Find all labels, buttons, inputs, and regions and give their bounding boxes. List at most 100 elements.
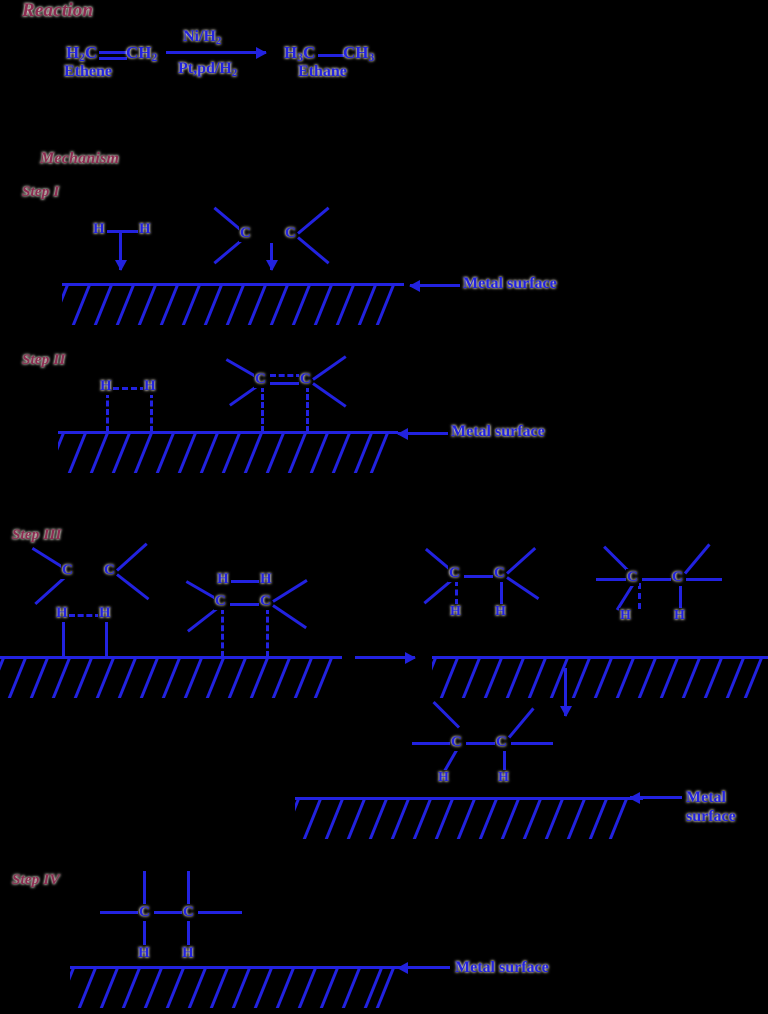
step3a-h-surface-bond-left <box>62 619 65 657</box>
step3e-carbon-left: C <box>450 734 463 751</box>
surface-hatching <box>62 285 404 325</box>
metal-surface-label-step2: Metal surface <box>451 423 545 440</box>
step-2-label: Step II <box>22 352 66 368</box>
step1-h2-approach-arrow <box>119 232 122 270</box>
step3a-hh-weak-bond <box>69 614 101 617</box>
reactant-name: Ethene <box>64 63 112 80</box>
step3b-hydrogen-right: H <box>259 571 273 588</box>
step1-carbon-right: C <box>284 225 297 242</box>
step3a-carbon-right: C <box>103 562 116 579</box>
step3e-hydrogen-left: H <box>437 770 450 786</box>
step3e-bond-c1-upper <box>432 700 461 729</box>
reactant-formula-left: H2C <box>66 43 98 65</box>
step3c-hydrogen-left: H <box>449 604 462 620</box>
step-1-label: Step I <box>22 184 60 200</box>
step4-bond-c1-left <box>100 911 144 914</box>
surface-hatching <box>432 658 768 698</box>
step3e-bond-c2-upper <box>507 707 535 739</box>
step3c-ch-bond-right <box>500 580 503 605</box>
metal-surface-label-step4: Metal surface <box>455 959 549 976</box>
step3a-hydrogen-left: H <box>55 605 69 622</box>
product-formula-left: H3C <box>284 43 316 65</box>
step1-carbon-left: C <box>239 225 252 242</box>
step3c-carbon-right: C <box>493 565 506 582</box>
step3a-h-surface-bond-right <box>105 619 108 657</box>
step1-hydrogen-left: H <box>92 221 106 238</box>
step3b-c-surface-bond-left <box>221 608 224 657</box>
mechanism-heading: Mechanism <box>40 150 120 167</box>
step3e-hydrogen-right: H <box>497 770 510 786</box>
step3e-carbon-right: C <box>495 734 508 751</box>
step3d-bond-c1-left <box>596 578 632 581</box>
surface-line <box>0 656 342 659</box>
metal-surface-pointer-step4 <box>398 966 450 969</box>
step4-ch-bond-left <box>143 917 146 947</box>
step3a-bond-c2-lower <box>116 573 150 601</box>
step3d-carbon-left: C <box>626 569 639 586</box>
condition-below-arrow: Pt,pd/H2 <box>178 60 238 80</box>
step3c-ch-forming-bond <box>455 580 458 605</box>
metal-surface-label-line2: surface <box>686 808 736 825</box>
step3-transition-arrow <box>355 656 415 659</box>
step3d-bond-c2-upper <box>683 543 711 575</box>
surface-line <box>58 431 398 434</box>
step2-hh-weak-bond <box>113 387 146 390</box>
step2-carbon-right: C <box>299 371 312 388</box>
step4-bond-c2-up <box>187 871 190 911</box>
step3e-bond-c1-left <box>412 742 454 745</box>
step3a-carbon-left: C <box>61 562 74 579</box>
step3b-bond-c2-upper <box>272 579 308 603</box>
step4-bond-c1-up <box>143 871 146 911</box>
step4-hydrogen-right: H <box>181 945 195 962</box>
step3e-cc-bond <box>466 742 498 745</box>
step3d-carbon-right: C <box>671 569 684 586</box>
step3e-bond-c2-right <box>511 742 553 745</box>
step3d-ch-bond-left <box>615 583 635 611</box>
step3a-hydrogen-right: H <box>98 605 112 622</box>
step4-cc-bond <box>154 911 186 914</box>
surface-hatching <box>0 658 342 698</box>
step2-hydrogen-left: H <box>99 378 113 395</box>
step1-hh-bond <box>107 230 140 233</box>
metal-surface-label-line1: Metal <box>686 789 726 806</box>
step4-carbon-right: C <box>182 904 195 921</box>
step2-carbon-left: C <box>254 371 267 388</box>
step3b-c-surface-bond-right <box>266 608 269 657</box>
step3d-hydrogen-right: H <box>673 608 686 624</box>
surface-hatching <box>295 799 643 839</box>
step1-alkene-approach-arrow <box>270 243 273 270</box>
step2-h-surface-bond-left <box>106 392 109 432</box>
surface-hatching <box>58 433 398 473</box>
step2-bond-c2-lower <box>312 382 347 408</box>
reactant-double-bond <box>99 51 127 60</box>
step3b-hh-bond <box>231 580 262 583</box>
reaction-arrow <box>166 51 266 54</box>
metal-surface-pointer-step3 <box>630 796 682 799</box>
step3c-cc-bond <box>464 575 496 578</box>
step3a-cc-double-bond <box>78 568 106 577</box>
step3c-bond-c2-upper <box>505 546 537 575</box>
surface-hatching <box>70 968 400 1008</box>
step1-bond-c2-upper <box>297 206 330 235</box>
step3d-c-surface-bond <box>638 583 641 609</box>
step2-h-surface-bond-right <box>150 392 153 432</box>
step3b-carbon-right: C <box>259 593 272 610</box>
step3d-hydrogen-left: H <box>619 608 632 624</box>
step3c-bond-c2-lower <box>506 576 540 600</box>
step2-cc-bond <box>270 382 302 385</box>
step-4-label: Step IV <box>12 872 60 888</box>
step4-hydrogen-left: H <box>137 945 151 962</box>
metal-surface-label-step1: Metal surface <box>463 275 557 292</box>
step3b-bond-c2-lower <box>272 604 308 630</box>
metal-surface-pointer-step2 <box>398 432 448 435</box>
step-3-label: Step III <box>12 527 62 543</box>
step2-c-surface-bond-right <box>306 386 309 432</box>
step3b-cc-bond <box>230 603 262 606</box>
product-single-bond <box>318 54 344 57</box>
reaction-heading: Reaction <box>22 0 94 21</box>
step4-ch-bond-right <box>187 917 190 947</box>
metal-surface-pointer-step1 <box>410 284 460 287</box>
step4-bond-c2-right <box>198 911 242 914</box>
surface-line <box>295 797 643 800</box>
step2-cc-weak-bond-upper <box>270 374 302 377</box>
